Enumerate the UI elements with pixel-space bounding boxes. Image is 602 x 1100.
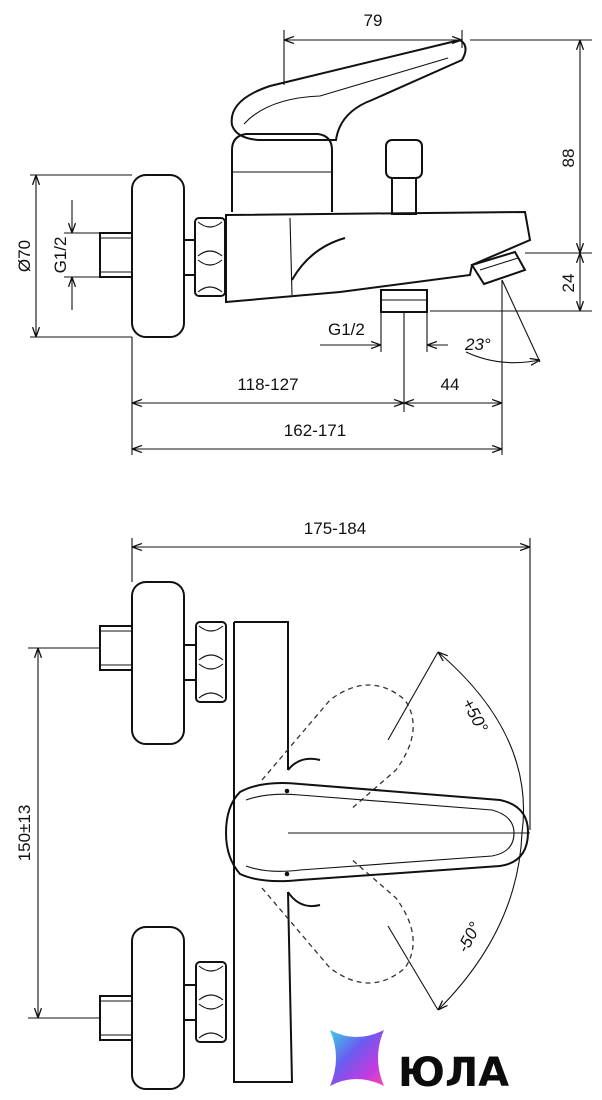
top-nut-lower (195, 961, 227, 1043)
logo-text: ЮЛА (398, 1050, 509, 1096)
mixer-body (225, 210, 532, 304)
top-flange-lower (131, 926, 185, 1090)
top-inlet-lower (99, 995, 133, 1041)
dim-width-44: 44 (441, 375, 460, 394)
top-view: +50° -50° 175-184 150±13 (15, 519, 531, 1090)
lever-handle (230, 38, 467, 141)
dim-height-88: 88 (559, 149, 578, 168)
top-flange-upper (131, 581, 185, 745)
hex-nut (194, 217, 226, 297)
yula-logo: ЮЛА (330, 1030, 509, 1096)
wall-flange (131, 174, 185, 338)
dim-angle: 23° (464, 335, 491, 354)
dim-width-175: 175-184 (304, 519, 366, 538)
dim-angle-minus: -50° (453, 919, 485, 956)
top-body (233, 621, 294, 1083)
lever-top-view (224, 782, 530, 883)
logo-mark-icon (330, 1030, 384, 1086)
cartridge (231, 133, 333, 212)
dim-height-24: 24 (559, 274, 578, 293)
dim-thread-left: G1/2 (51, 237, 70, 274)
diverter-stem (391, 177, 417, 215)
diverter-knob (385, 139, 423, 179)
spout-outlet (470, 250, 527, 286)
top-inlet-upper (99, 625, 133, 671)
dim-spacing: 150±13 (15, 805, 34, 862)
dim-thread-bottom: G1/2 (328, 320, 365, 339)
dim-handle-length: 79 (364, 11, 383, 30)
dim-diameter: Ø70 (15, 240, 34, 272)
dim-width-118: 118-127 (237, 375, 298, 394)
top-nut-upper (195, 621, 227, 703)
side-view: 79 88 24 Ø70 G1/2 G1/2 23° (15, 11, 592, 455)
dim-angle-plus: +50° (458, 695, 492, 736)
bottom-outlet (380, 289, 428, 313)
inlet-pipe (99, 232, 133, 278)
dim-width-162: 162-171 (284, 421, 346, 440)
